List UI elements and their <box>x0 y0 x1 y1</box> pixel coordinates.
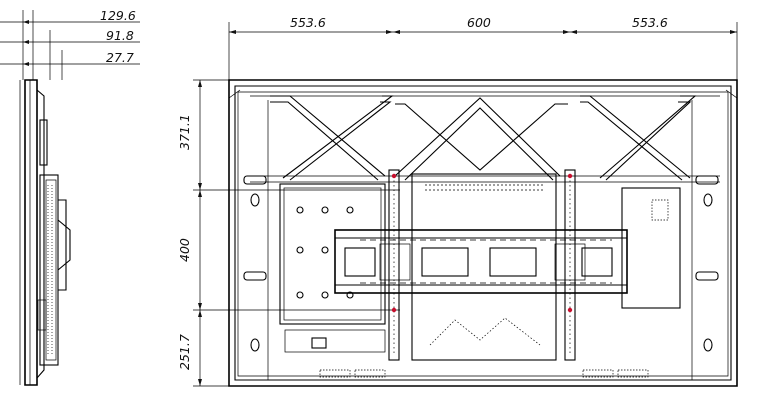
side-dim-depth-bracket: 91.8 <box>106 28 134 43</box>
height-dim-top: 371.1 <box>177 114 192 150</box>
bottom-vents <box>319 369 649 378</box>
bracing-truss <box>250 95 720 183</box>
side-view: 129.6 91.8 27.7 <box>0 8 140 386</box>
height-dim-middle: 400 <box>177 238 192 262</box>
width-dim-left: 553.6 <box>290 15 326 30</box>
side-panel-profile <box>19 79 71 386</box>
side-dim-depth-panel: 27.7 <box>106 50 134 65</box>
width-dimensions: 553.6 600 553.6 <box>228 15 738 82</box>
side-dim-depth-total: 129.6 <box>100 8 136 23</box>
height-dim-bottom: 251.7 <box>177 334 192 370</box>
height-dimensions: 371.1 400 251.7 <box>177 79 400 387</box>
side-slots <box>243 100 719 380</box>
right-board <box>621 187 681 309</box>
center-panel <box>411 173 557 361</box>
wall-mount-bracket <box>334 229 628 294</box>
vesa-rails <box>388 169 576 361</box>
width-dim-right: 553.6 <box>632 15 668 30</box>
left-board <box>279 183 386 353</box>
rear-view: 553.6 600 553.6 371.1 400 251.7 <box>177 15 738 387</box>
panel-outline <box>228 79 738 387</box>
width-dim-center: 600 <box>467 15 491 30</box>
side-view-dimensions: 129.6 91.8 27.7 <box>0 8 140 80</box>
